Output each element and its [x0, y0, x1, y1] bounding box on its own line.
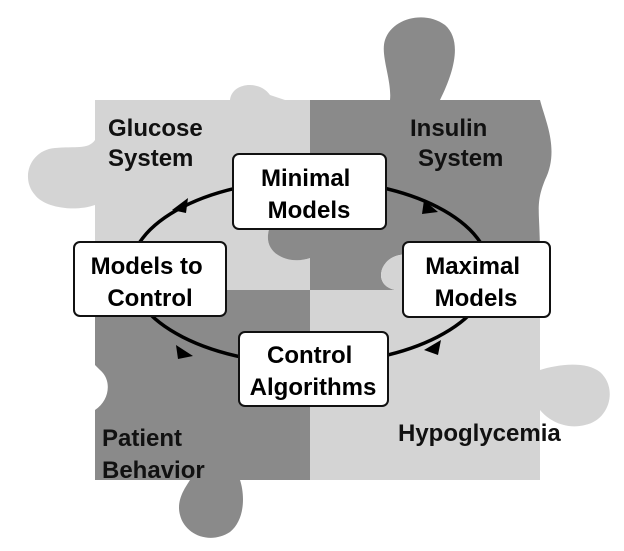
svg-text:Maximal Models: Maximal Models: [425, 253, 526, 312]
svg-text:Control Algorithms: Control Algorithms: [250, 342, 377, 401]
box-models-to-control: Models to Control: [73, 241, 227, 317]
piece-label-patient: Patient Behavior: [102, 425, 205, 484]
piece-label-glucose: Glucose System: [108, 115, 209, 172]
piece-label-insulin: Insulin System: [410, 115, 503, 172]
cycle-arrow-bottom-right: [424, 340, 441, 355]
box-minimal-models: Minimal Models: [232, 153, 387, 230]
box-maximal-models: Maximal Models: [402, 241, 551, 318]
piece-label-hypoglycemia: Hypoglycemia: [398, 420, 561, 447]
cycle-arrow-top-right: [422, 200, 438, 214]
cycle-arrow-top-left: [172, 198, 188, 213]
svg-text:Models to Control: Models to Control: [91, 253, 210, 312]
svg-text:Minimal Models: Minimal Models: [261, 165, 357, 224]
cycle-arrow-bottom-left: [176, 345, 193, 359]
box-control-algorithms: Control Algorithms: [238, 331, 389, 407]
